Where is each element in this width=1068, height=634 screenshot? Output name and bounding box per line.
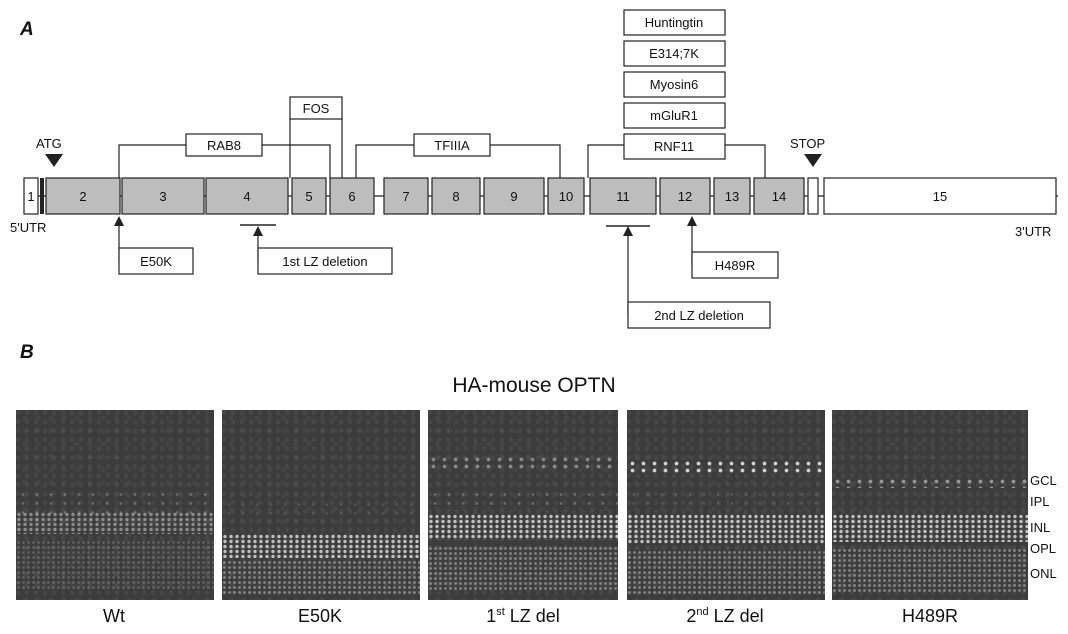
rnf11-label: RNF11	[654, 139, 694, 154]
partner-stack-bracket: Huntingtin E314;7K Myosin6 mGluR1 RNF11	[587, 9, 766, 178]
huntingtin-box	[623, 9, 726, 36]
caption-wt: Wt	[103, 606, 125, 626]
micrograph-wt	[16, 410, 214, 600]
exon-9	[483, 177, 545, 215]
rnf11-box	[623, 133, 726, 160]
tfiiia-bracket: TFIIIA	[355, 133, 561, 178]
exon-label-3: 3	[159, 189, 166, 204]
layer-label-opl: OPL	[1030, 541, 1057, 556]
lz2-arrow-icon	[623, 226, 633, 236]
panel-b-title: HA-mouse OPTN	[452, 374, 616, 397]
exon-label-8: 8	[452, 189, 459, 204]
exon-label-6: 6	[348, 189, 355, 204]
stop-triangle-icon	[804, 154, 822, 167]
layer-label-inl: INL	[1030, 520, 1051, 535]
exon-12	[659, 177, 711, 215]
lz1-annotation: 1st LZ deletion	[240, 224, 393, 275]
exon-label-5: 5	[305, 189, 312, 204]
layer-label-ipl: IPL	[1030, 494, 1050, 509]
exon-label-9: 9	[510, 189, 517, 204]
lz2-box	[627, 301, 771, 329]
exon-labels: 1 2 3 4 5 6 7 8 9 10 11 12 13 14 15	[27, 189, 947, 204]
h489r-label: H489R	[715, 258, 755, 273]
exon-label-2: 2	[79, 189, 86, 204]
micrograph-e50k	[222, 410, 420, 600]
utr5-label: 5'UTR	[10, 220, 46, 235]
mglur1-label: mGluR1	[650, 108, 698, 123]
micrograph-lz2	[627, 410, 825, 600]
e50k-box	[118, 247, 194, 275]
exon-label-4: 4	[243, 189, 250, 204]
exon-14	[753, 177, 805, 215]
tfiiia-label: TFIIIA	[434, 138, 470, 153]
atg-triangle-icon	[45, 154, 63, 167]
exon-4	[205, 177, 289, 215]
exon-6	[329, 177, 375, 215]
layer-label-onl: ONL	[1030, 566, 1057, 581]
stop-label: STOP	[790, 136, 825, 151]
myosin6-box	[623, 71, 726, 98]
utr3-label: 3'UTR	[1015, 224, 1051, 239]
atg-label: ATG	[36, 136, 62, 151]
exon-7	[383, 177, 429, 215]
fos-label: FOS	[303, 101, 330, 116]
e50k-arrow-icon	[114, 216, 124, 226]
rab8-label: RAB8	[207, 138, 241, 153]
e314-7k-label: E314;7K	[649, 46, 699, 61]
utr-block-3prime	[807, 177, 819, 215]
layer-label-gcl: GCL	[1030, 473, 1057, 488]
caption-h489r: H489R	[901, 606, 959, 626]
h489r-box	[691, 251, 779, 279]
exon-label-12: 12	[678, 189, 692, 204]
micrograph-lz1	[428, 410, 618, 600]
fos-box	[289, 96, 343, 120]
h489r-annotation: H489R	[687, 216, 779, 279]
exon-label-1: 1	[27, 189, 34, 204]
exon-8	[431, 177, 481, 215]
e50k-annotation: E50K	[114, 216, 194, 275]
exon-row	[23, 177, 1057, 215]
caption-lz1: 1st LZ del	[486, 606, 560, 626]
h489r-arrow-icon	[687, 216, 697, 226]
exon-1	[23, 177, 39, 215]
lz1-label: 1st LZ deletion	[282, 254, 367, 269]
exon-13	[713, 177, 751, 215]
exon-11	[589, 177, 657, 215]
tfiiia-box	[413, 133, 491, 157]
huntingtin-label: Huntingtin	[645, 15, 704, 30]
rab8-bracket: RAB8	[118, 133, 331, 178]
caption-lz2: 2nd LZ del	[686, 606, 764, 626]
exon-label-10: 10	[559, 189, 573, 204]
utr-block-5prime	[40, 178, 44, 214]
gene-structure-diagram: A 1 2 3 4 5 6 7 8 9 10 11 12 13	[10, 9, 1058, 363]
mglur1-box	[623, 102, 726, 129]
lz2-label: 2nd LZ deletion	[654, 308, 744, 323]
e314-7k-box	[623, 40, 726, 67]
panel-letter-b: B	[20, 342, 34, 363]
exon-label-11: 11	[616, 189, 630, 204]
exon-2	[45, 177, 121, 215]
caption-e50k: E50K	[297, 606, 343, 626]
exon-3	[121, 177, 205, 215]
rab8-box	[185, 133, 263, 157]
exon-5	[291, 177, 327, 215]
lz2-annotation: 2nd LZ deletion	[606, 225, 771, 329]
myosin6-label: Myosin6	[650, 77, 698, 92]
micrograph-h489r	[832, 410, 1028, 600]
e50k-label: E50K	[140, 254, 172, 269]
lz1-arrow-icon	[253, 226, 263, 236]
exon-label-14: 14	[772, 189, 786, 204]
exon-15	[823, 177, 1057, 215]
exon-label-15: 15	[933, 189, 947, 204]
panel-letter-a: A	[19, 19, 34, 40]
exon-10	[547, 177, 585, 215]
exon-label-7: 7	[402, 189, 409, 204]
exon-label-13: 13	[725, 189, 739, 204]
lz1-box	[257, 247, 393, 275]
fos-bracket: FOS	[289, 96, 343, 178]
